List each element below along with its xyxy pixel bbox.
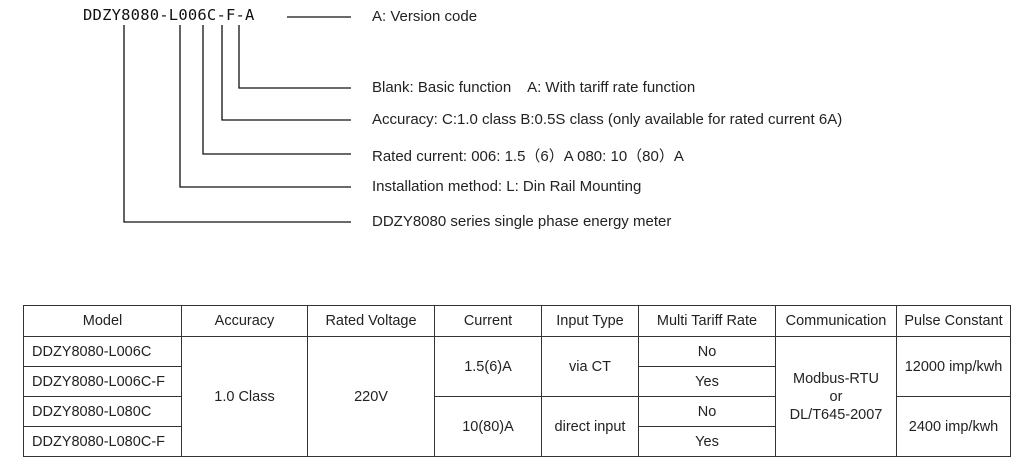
table-row: DDZY8080-L080C-F Yes [23, 426, 1011, 457]
communication-line: DL/T645-2007 [789, 406, 883, 423]
pulse-cell: 2400 imp/kwh [896, 396, 1011, 457]
model-cell: DDZY8080-L006C [23, 336, 182, 367]
header-accuracy: Accuracy [181, 305, 308, 337]
connector-installation [179, 25, 351, 188]
model-code: DDZY8080-L006C-F-A [83, 6, 255, 24]
model-cell: DDZY8080-L080C [23, 396, 182, 427]
communication-line: Modbus-RTU [793, 370, 879, 387]
current-cell: 10(80)A [434, 396, 542, 457]
header-pulse-constant: Pulse Constant [896, 305, 1011, 337]
header-communication: Communication [775, 305, 897, 337]
pulse-cell: 12000 imp/kwh [896, 336, 1011, 397]
voltage-cell: 220V [307, 336, 435, 457]
legend-series: DDZY8080 series single phase energy mete… [372, 213, 672, 230]
connector-function [238, 25, 351, 89]
model-cell: DDZY8080-L080C-F [23, 426, 182, 457]
spec-table: Model Accuracy Rated Voltage Current Inp… [23, 305, 1011, 457]
tariff-cell: Yes [638, 366, 776, 397]
legend-accuracy: Accuracy: C:1.0 class B:0.5S class (only… [372, 111, 843, 128]
legend-function: Blank: Basic function A: With tariff rat… [372, 79, 696, 96]
tariff-cell: Yes [638, 426, 776, 457]
tariff-cell: No [638, 396, 776, 427]
header-current: Current [434, 305, 542, 337]
tariff-cell: No [638, 336, 776, 367]
table-row: DDZY8080-L006C 1.0 Class 220V 1.5(6)A vi… [23, 336, 1011, 457]
communication-cell: Modbus-RTU or DL/T645-2007 [775, 336, 897, 457]
connector-accuracy [221, 25, 351, 121]
legend-connector-lines [123, 16, 351, 223]
model-cell: DDZY8080-L006C-F [23, 366, 182, 397]
input-type-cell: direct input [541, 396, 639, 457]
communication-line: or [829, 388, 843, 405]
legend-rated-current: Rated current: 006: 1.5（6）A 080: 10（80）A [372, 148, 684, 165]
header-model: Model [23, 305, 182, 337]
header-input-type: Input Type [541, 305, 639, 337]
table-header-row: Model Accuracy Rated Voltage Current Inp… [23, 305, 1011, 337]
header-rated-voltage: Rated Voltage [307, 305, 435, 337]
accuracy-cell: 1.0 Class [181, 336, 308, 457]
connector-series [123, 25, 351, 223]
legend-version-code: A: Version code [372, 8, 478, 25]
table-row: DDZY8080-L006C-F Yes [23, 366, 1011, 397]
current-cell: 1.5(6)A [434, 336, 542, 397]
connector-rated-current [202, 25, 351, 155]
legend-installation: Installation method: L: Din Rail Mountin… [372, 178, 642, 195]
input-type-cell: via CT [541, 336, 639, 397]
header-multi-tariff: Multi Tariff Rate [638, 305, 776, 337]
table-row: DDZY8080-L080C 10(80)A direct input No 2… [23, 396, 1011, 457]
